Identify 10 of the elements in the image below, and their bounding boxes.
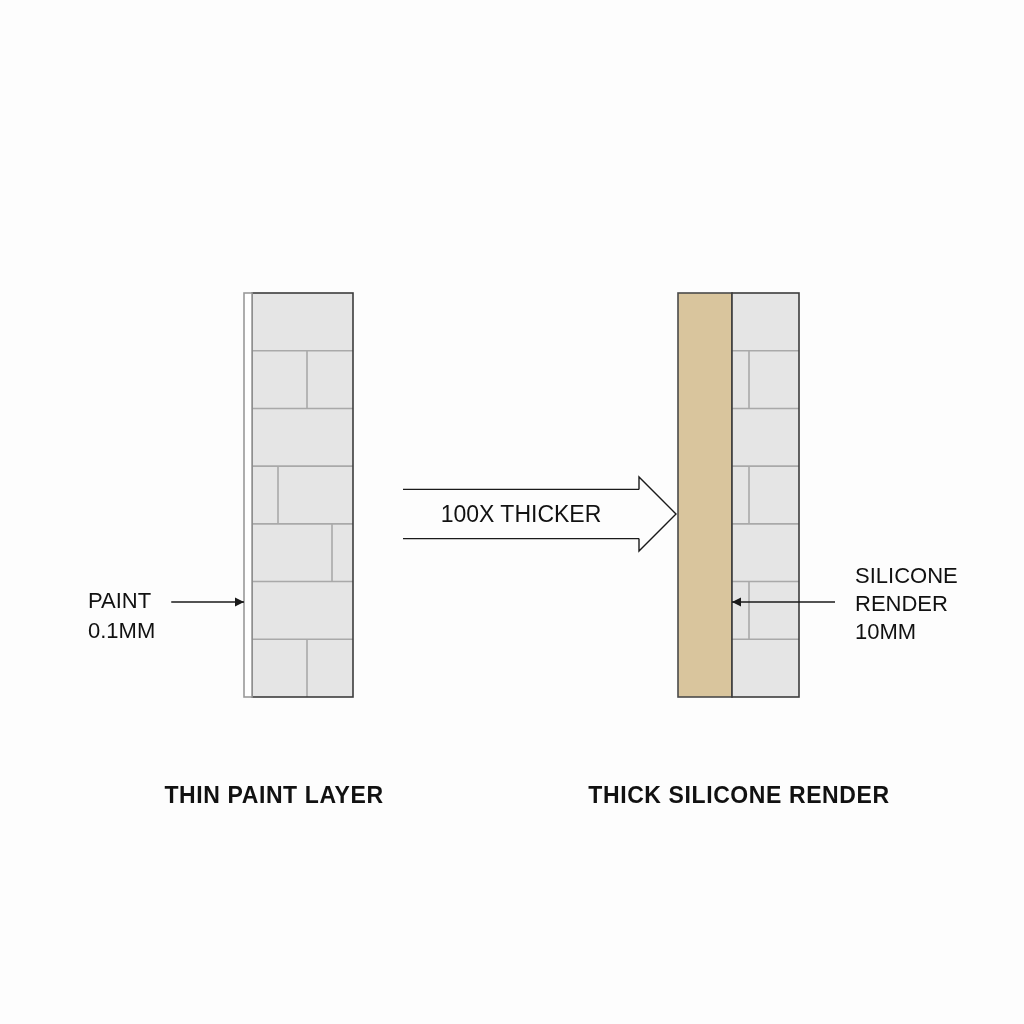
wall-caption: THIN PAINT LAYER: [164, 782, 384, 809]
wall-caption: THICK SILICONE RENDER: [588, 782, 890, 809]
callout-text: PAINT 0.1MM: [88, 586, 156, 646]
brick-wall-section: [251, 292, 354, 698]
callout-text: SILICONE RENDER 10MM: [855, 562, 958, 646]
leader-line: [170, 597, 245, 607]
leader-line: [731, 597, 836, 607]
brick-wall-section: [731, 292, 800, 698]
render-layer: [677, 292, 733, 698]
paint-layer: [243, 292, 253, 698]
